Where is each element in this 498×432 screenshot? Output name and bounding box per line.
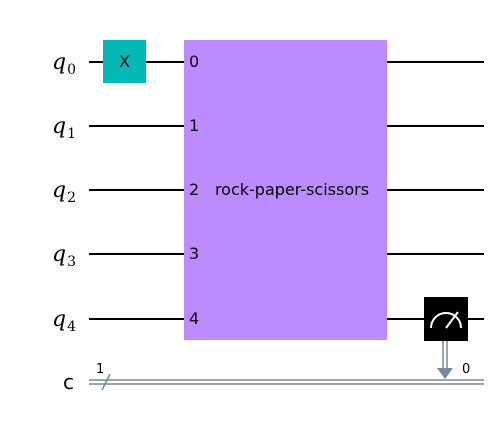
gate-port-3: 3 [189,244,199,263]
gate-port-4: 4 [189,309,199,328]
qubit-label-q2: q2 [52,178,76,206]
gate-port-2: 2 [189,180,199,199]
classical-wire-c [89,373,484,391]
bundle-slash [101,373,111,391]
x-gate: X [103,40,146,83]
measure-arrow [437,368,453,379]
measure-bit-index: 0 [462,362,470,377]
gate-label: rock-paper-scissors [215,180,369,199]
x-gate-label: X [119,52,130,71]
measure-gate: 0 [424,297,470,379]
rock-paper-scissors-gate: 0 1 2 3 4 rock-paper-scissors [184,40,387,340]
meter-icon [430,311,462,329]
qubit-label-q3: q3 [52,242,76,270]
gate-port-0: 0 [189,52,199,71]
gate-port-1: 1 [189,116,199,135]
qubit-label-q1: q1 [52,114,76,142]
qubit-label-q4: q4 [52,307,76,335]
classical-register-label: c [63,370,74,394]
qubit-label-q0: q0 [52,50,76,78]
register-width-label: 1 [96,362,104,377]
